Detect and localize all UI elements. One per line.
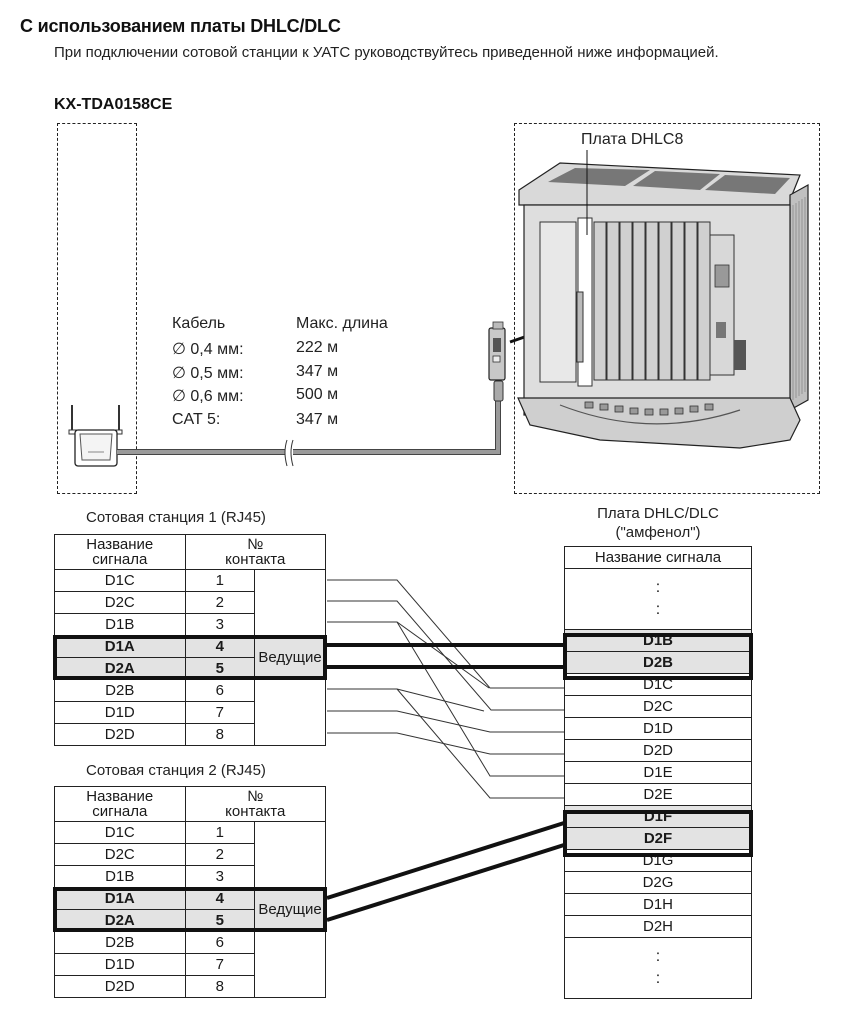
table-row: D2G [564,871,752,894]
table-row-master: D1B [564,629,752,652]
wire-d2b [327,688,485,712]
cable-type-3: ∅ 0,6 мм: [172,388,244,405]
wire-d1e [396,621,564,777]
pbx-cabinet-icon [517,162,809,449]
table-row: D1E [564,761,752,784]
wire-d2d [327,732,564,755]
table-row: D1H [564,893,752,916]
wire-d2e [396,688,564,799]
master-wire-s2-d2a [326,843,565,922]
cable-type-1: ∅ 0,4 мм: [172,341,244,358]
table-row: D1G [564,849,752,872]
table-row: D2E [564,783,752,806]
ellipsis-top: :: [564,568,752,630]
cable-length-3: 500 м [296,386,339,403]
pbx-box [514,123,820,494]
cell-station-icon [68,405,123,467]
amphenol-signal-table: Название сигнала :: D1B D2B D1C D2C D1D … [564,546,752,999]
master-label: Ведущие [254,887,326,932]
cable-length-1: 222 м [296,339,339,356]
station2-caption: Сотовая станция 2 (RJ45) [86,762,266,779]
amphenol-caption: Плата DHLC/DLC("амфенол") [597,505,719,541]
master-wire-s2-d1a [326,821,565,900]
table-row-master: D1F [564,805,752,828]
length-header: Макс. длина [296,315,388,332]
table-row: D2D [564,739,752,762]
cable-type-2: ∅ 0,5 мм: [172,365,244,382]
amphenol-connector-icon [488,321,506,402]
wire-d2c [327,600,564,711]
cable-type-4: CAT 5: [172,411,221,428]
wire-d1b [327,621,490,689]
table-row-master: D2B [564,651,752,674]
station1-caption: Сотовая станция 1 (RJ45) [86,509,266,526]
connection-illustration [68,150,809,467]
table-row: D2C [564,695,752,718]
cable-line [117,400,501,467]
wire-d1c [327,579,564,689]
cell-station-box [57,123,137,494]
table-row: D2H [564,915,752,938]
wire-d1d [327,710,564,733]
table-row-master: D2F [564,827,752,850]
master-label: Ведущие [254,635,326,680]
section-subtitle: При подключении сотовой станции к УАТС р… [54,44,719,61]
cable-length-4: 347 м [296,411,339,428]
section-title: С использованием платы DHLC/DLC [20,16,341,36]
cable-length-2: 347 м [296,363,339,380]
board-label: Плата DHLC8 [581,131,684,148]
table-row: D1D [564,717,752,740]
amphenol-header: Название сигнала [564,546,752,569]
ellipsis-bottom: :: [564,937,752,999]
model-label: KX-TDA0158CE [54,96,173,113]
cable-header: Кабель [172,315,226,332]
table-row: D1C [564,673,752,696]
